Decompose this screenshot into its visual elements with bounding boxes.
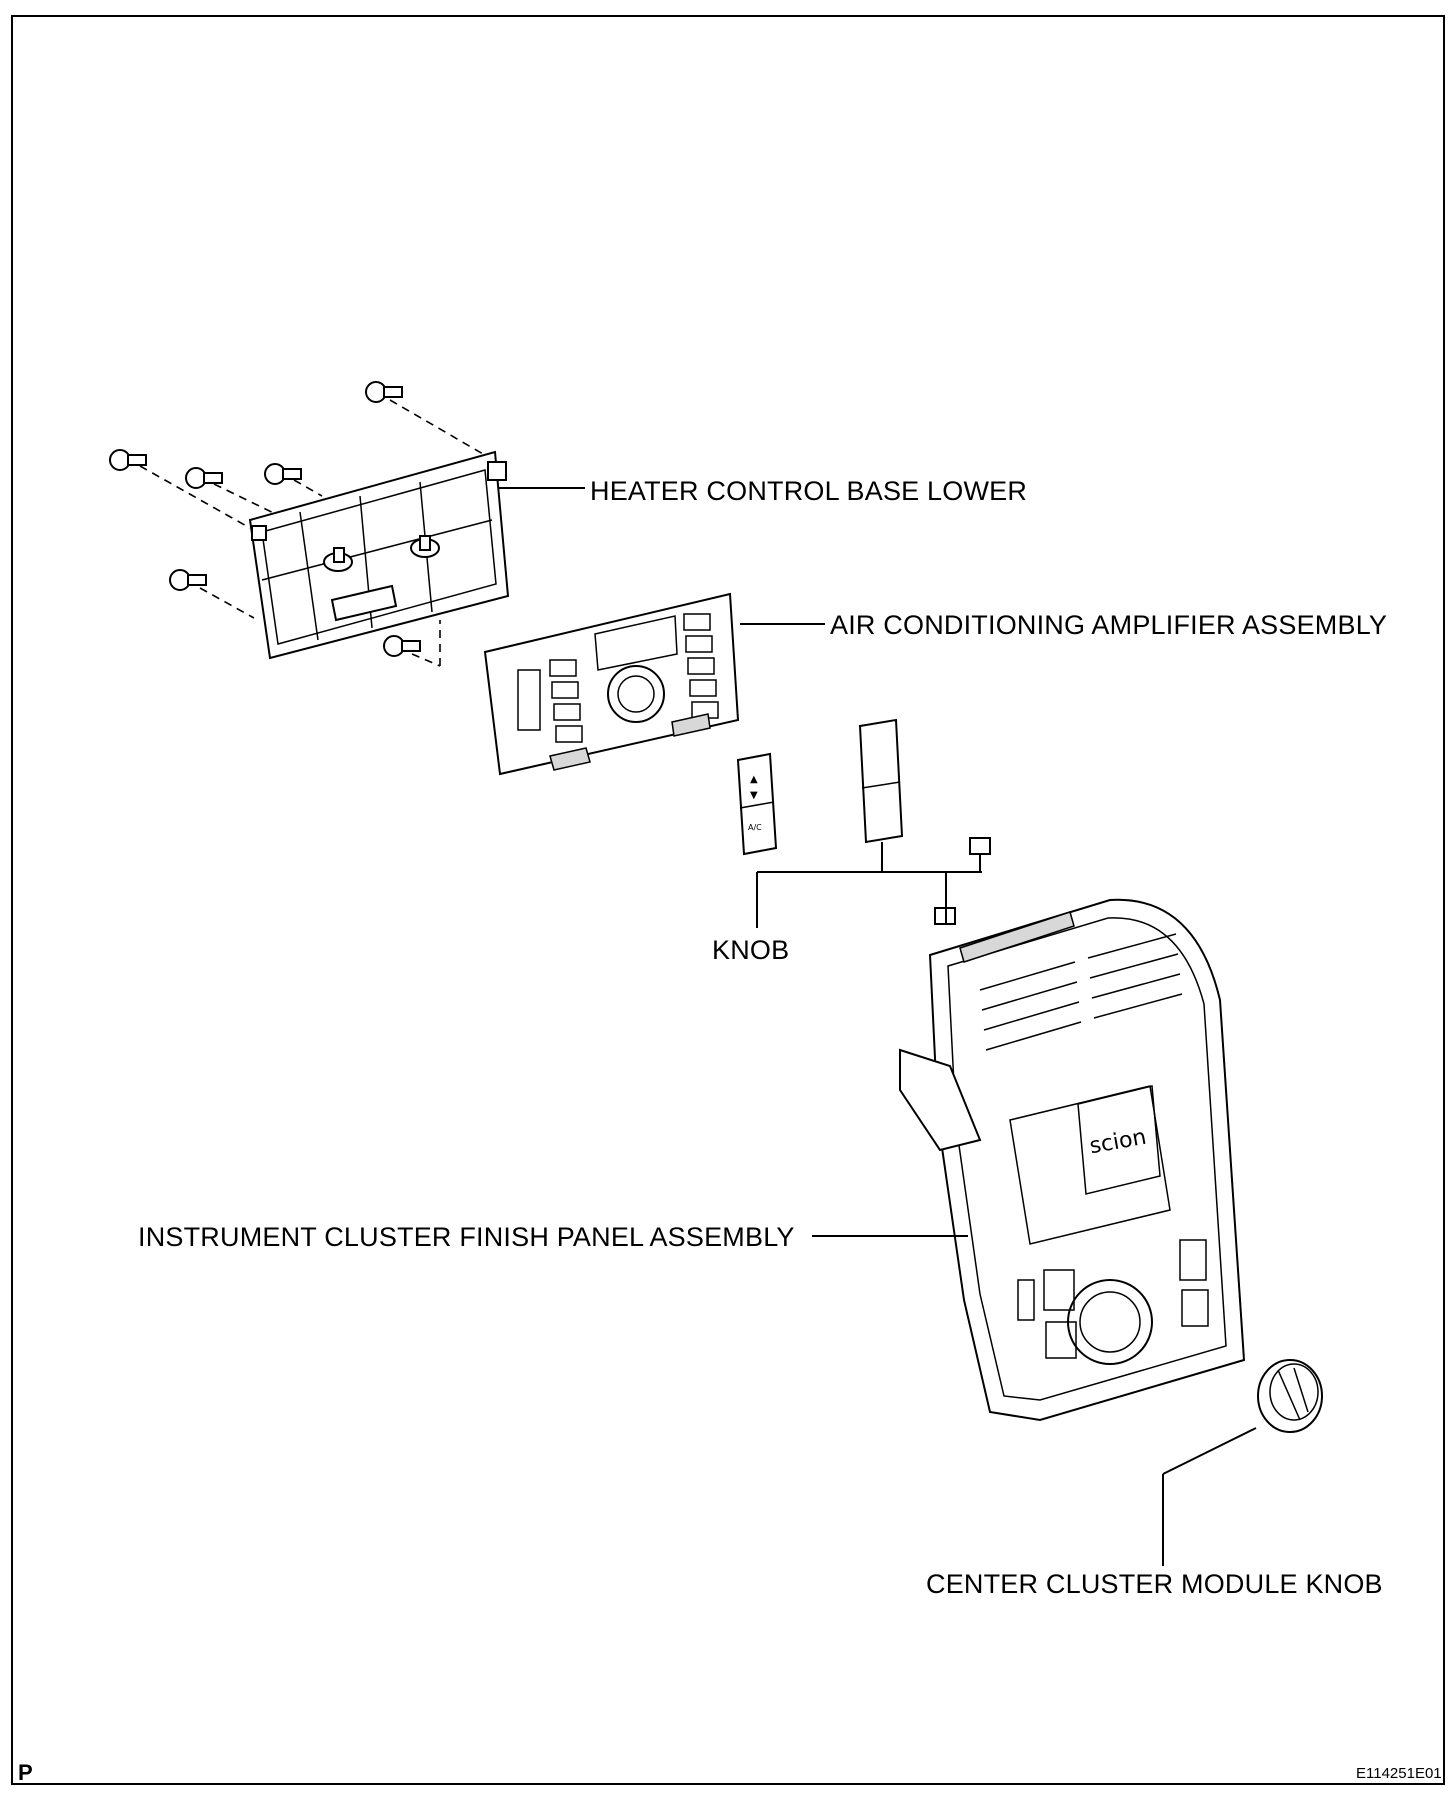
label-instrument-cluster-finish-panel-assembly: INSTRUMENT CLUSTER FINISH PANEL ASSEMBLY (138, 1222, 795, 1252)
screw-5 (169, 569, 207, 591)
figure-id: E114251E01 (1356, 1765, 1442, 1782)
svg-text:▼: ▼ (750, 790, 758, 801)
knob-center-drawing (858, 718, 904, 844)
screw-guide-lines (139, 399, 491, 667)
label-knob: KNOB (712, 935, 790, 965)
screw-4 (264, 463, 302, 485)
screw-6 (383, 635, 421, 657)
svg-text:▲: ▲ (750, 774, 758, 785)
heater-control-base-lower-drawing (248, 450, 510, 660)
label-air-conditioning-amplifier-assembly: AIR CONDITIONING AMPLIFIER ASSEMBLY (830, 610, 1388, 640)
leader-knob (756, 842, 982, 928)
label-center-cluster-module-knob: CENTER CLUSTER MODULE KNOB (926, 1569, 1383, 1599)
corner-mark: P (18, 1760, 33, 1785)
ac-amplifier-drawing (483, 592, 740, 776)
screw-1 (365, 381, 403, 403)
instrument-cluster-panel-drawing: scion (899, 898, 1246, 1422)
screws (109, 381, 421, 657)
diagram-border (11, 15, 1445, 1785)
screw-2 (109, 449, 147, 471)
knob-left-drawing: ▲ ▼ A/C (736, 752, 778, 856)
center-cluster-module-knob-drawing (1257, 1359, 1323, 1433)
svg-text:A/C: A/C (748, 823, 762, 832)
screw-3 (185, 467, 223, 489)
leader-center-cluster-knob (1162, 1427, 1257, 1566)
knob-small-2-drawing (969, 837, 991, 855)
label-heater-control-base-lower: HEATER CONTROL BASE LOWER (590, 476, 1028, 506)
